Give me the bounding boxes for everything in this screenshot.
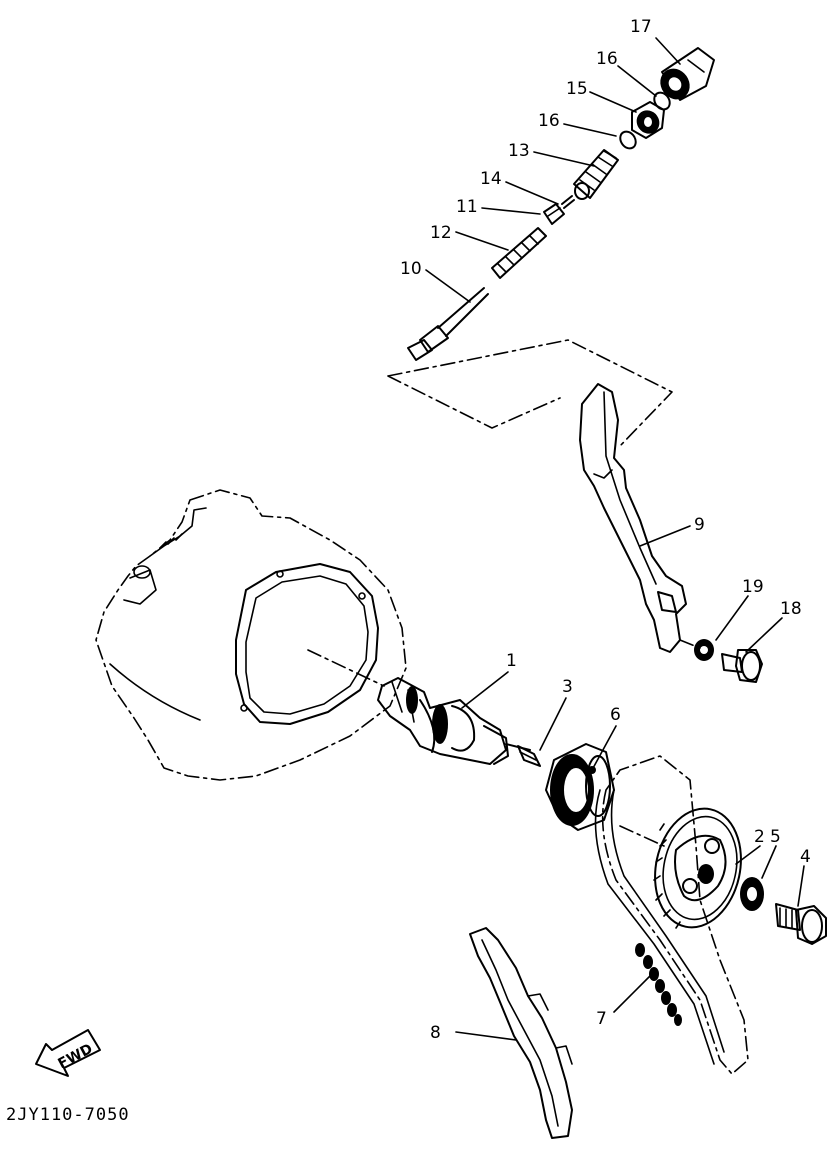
callout-7: 7 xyxy=(596,1009,607,1029)
part-15-nut xyxy=(631,101,665,139)
cylinder-head-outline xyxy=(95,489,407,781)
part-3-dowel-pin xyxy=(517,745,541,767)
part-9-chain-tensioner-guide xyxy=(579,383,687,653)
callout-8: 8 xyxy=(430,1023,441,1043)
part-16-o-ring-lower xyxy=(619,130,637,150)
callout-6: 6 xyxy=(610,705,621,725)
part-4-sprocket-bolt xyxy=(775,903,827,945)
diagram-code: 2JY110-7050 xyxy=(6,1105,130,1125)
callout-5-visible: 5 xyxy=(770,827,781,847)
part-14-small-spring xyxy=(561,195,575,209)
fwd-arrow: FWD xyxy=(35,1029,101,1077)
callout-2: 2 xyxy=(754,827,765,847)
part-13-tensioner-spring xyxy=(573,149,619,200)
part-6-cam-sprocket-hub xyxy=(545,743,615,831)
callout-13: 13 xyxy=(508,141,530,161)
callout-3: 3 xyxy=(562,677,573,697)
callout-17: 17 xyxy=(630,17,652,37)
callout-16-upper: 16 xyxy=(596,49,618,69)
callout-12: 12 xyxy=(430,223,452,243)
callout-11: 11 xyxy=(456,197,478,217)
callout-19: 19 xyxy=(742,577,764,597)
guide-bolt-line xyxy=(679,639,701,649)
callout-16-lower: 16 xyxy=(538,111,560,131)
callout-numbers: 17 16 15 16 13 14 11 12 10 9 19 18 1 3 6… xyxy=(400,17,811,1043)
part-17-tensioner-cap xyxy=(660,47,715,101)
part-11-collar xyxy=(543,203,565,225)
assembly-guide-line xyxy=(387,339,673,447)
part-5-washer xyxy=(740,877,764,911)
part-8-chain-guide xyxy=(469,927,573,1139)
callout-9: 9 xyxy=(694,515,705,535)
callout-4: 4 xyxy=(800,847,811,867)
callout-14: 14 xyxy=(480,169,502,189)
part-12-spring xyxy=(491,227,547,279)
leader-lines xyxy=(425,37,805,1041)
part-18-bolt xyxy=(721,649,763,683)
callout-15: 15 xyxy=(566,79,588,99)
part-2-cam-sprocket xyxy=(619,807,742,929)
part-10-push-rod xyxy=(407,287,489,361)
part-19-washer xyxy=(694,639,714,661)
callout-10: 10 xyxy=(400,259,422,279)
callout-18: 18 xyxy=(780,599,802,619)
part-1-camshaft xyxy=(307,649,531,765)
callout-1: 1 xyxy=(506,651,517,671)
part-7-cam-chain xyxy=(594,755,749,1075)
